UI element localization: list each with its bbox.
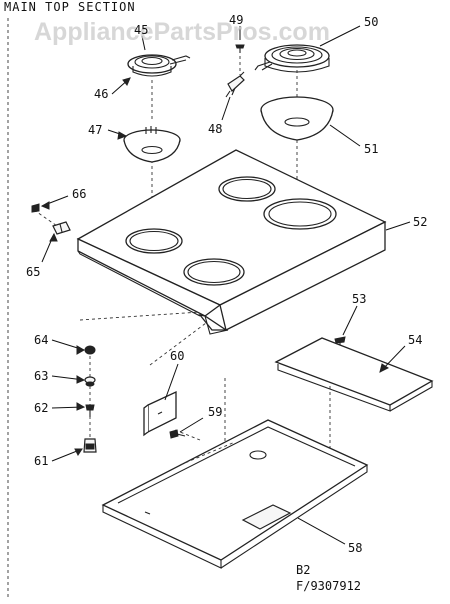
side-bracket <box>52 221 71 235</box>
callout-45: 45 <box>134 23 148 37</box>
main-top-panel <box>76 149 387 335</box>
callout-50: 50 <box>364 15 378 29</box>
callout-63: 63 <box>34 369 48 383</box>
callout-60: 60 <box>170 349 184 363</box>
figure-number: F/9307912 <box>296 579 361 593</box>
drip-bowl-small <box>123 126 181 163</box>
callout-66: 66 <box>72 187 86 201</box>
footer-code: B2 <box>296 563 310 577</box>
callout-46: 46 <box>94 87 108 101</box>
callout-47: 47 <box>88 123 102 137</box>
leader-arrowheads <box>40 77 389 456</box>
hardware-knob <box>83 438 97 453</box>
base-pan <box>101 419 369 569</box>
drip-bowl-large <box>260 96 334 141</box>
callout-51: 51 <box>364 142 378 156</box>
element-screw <box>235 44 245 53</box>
callout-53: 53 <box>352 292 366 306</box>
watermark: AppliancePartsPros.com <box>34 18 330 46</box>
mounting-bracket <box>143 390 177 437</box>
rear-panel <box>274 337 434 412</box>
callout-62: 62 <box>34 401 48 415</box>
element-receptacle <box>225 71 245 98</box>
surface-element-large <box>254 44 330 73</box>
hardware-washer <box>84 376 96 387</box>
callout-61: 61 <box>34 454 48 468</box>
callout-labels: 45 46 47 48 49 50 51 52 53 54 58 59 60 6… <box>26 13 427 555</box>
callout-65: 65 <box>26 265 40 279</box>
callout-48: 48 <box>208 122 222 136</box>
side-screw <box>31 203 40 213</box>
callout-64: 64 <box>34 333 48 347</box>
callout-52: 52 <box>413 215 427 229</box>
callout-49: 49 <box>229 13 243 27</box>
surface-element-small <box>127 54 191 77</box>
hardware-nut <box>84 345 96 355</box>
callout-54: 54 <box>408 333 422 347</box>
callout-59: 59 <box>208 405 222 419</box>
callout-58: 58 <box>348 541 362 555</box>
hardware-screw <box>85 404 95 417</box>
bracket-screw <box>169 429 186 439</box>
diagram-title: MAIN TOP SECTION <box>4 0 136 14</box>
